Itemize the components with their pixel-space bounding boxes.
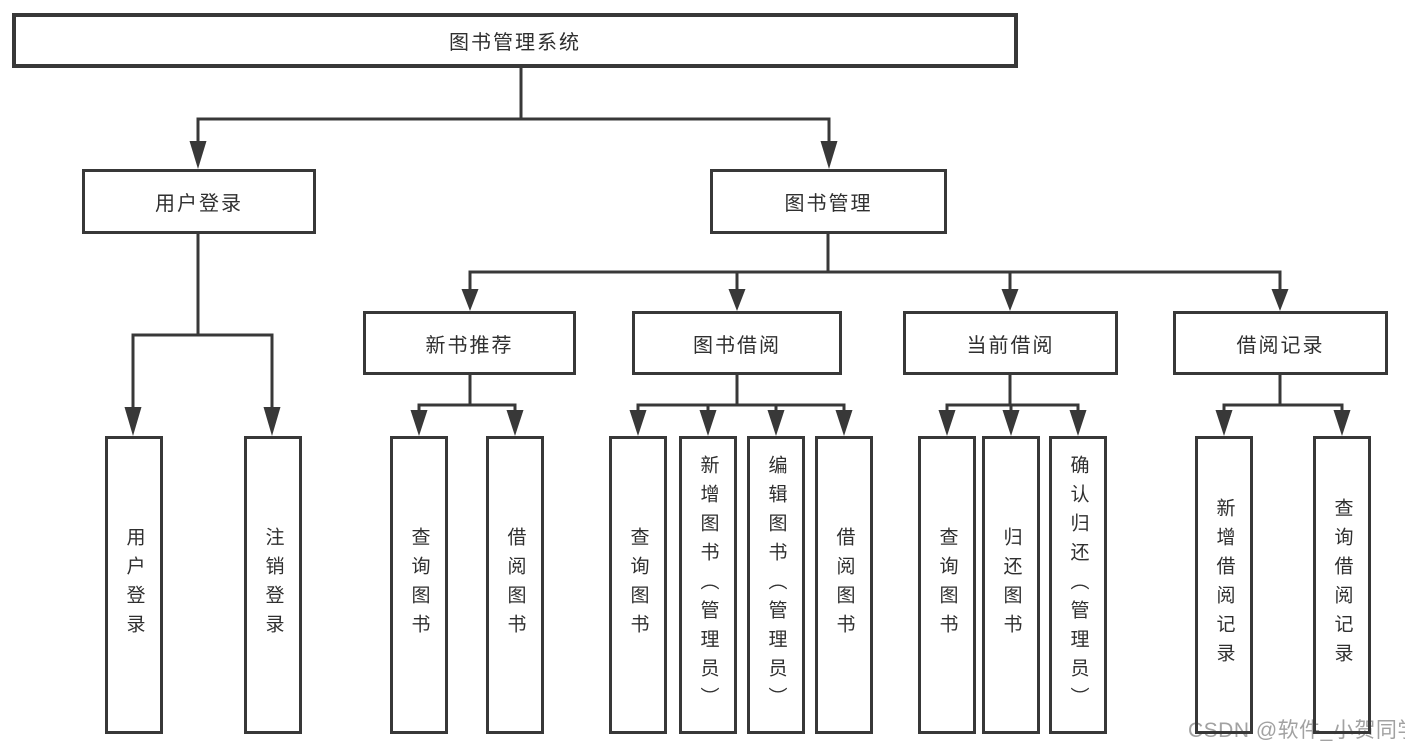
leaf-logout: 注销登录 [244,436,302,734]
leaf-add-borrow-record: 新增借阅记录 [1195,436,1253,734]
leaf-return-books: 归还图书 [982,436,1040,734]
node-system-root: 图书管理系统 [12,13,1018,68]
csdn-watermark: CSDN @软件_小贺同学 [1188,719,1405,742]
connector-current-borrow-children [938,373,1087,436]
leaf-borrow-books-2: 借阅图书 [815,436,873,734]
leaf-query-borrow-record: 查询借阅记录 [1313,436,1371,734]
node-current-borrow: 当前借阅 [903,311,1118,375]
connector-root-to-level2 [189,64,838,169]
connector-book-borrow-children [629,373,853,436]
connector-book-mgmt-children [461,232,1289,311]
node-book-borrow: 图书借阅 [632,311,842,375]
connector-borrow-records-children [1215,373,1351,436]
leaf-query-books-1: 查询图书 [390,436,448,734]
leaf-query-books-3: 查询图书 [918,436,976,734]
node-book-management: 图书管理 [710,169,947,234]
leaf-add-books-admin: 新增图书（管理员） [679,436,737,734]
leaf-confirm-return-admin: 确认归还（管理员） [1049,436,1107,734]
leaf-query-books-2: 查询图书 [609,436,667,734]
node-user-login: 用户登录 [82,169,316,234]
leaf-edit-books-admin: 编辑图书（管理员） [747,436,805,734]
connector-new-books-children [410,373,524,436]
node-borrow-records: 借阅记录 [1173,311,1388,375]
leaf-borrow-books-1: 借阅图书 [486,436,544,734]
connector-user-login-children [124,232,281,436]
node-new-book-recommend: 新书推荐 [363,311,576,375]
leaf-user-login: 用户登录 [105,436,163,734]
